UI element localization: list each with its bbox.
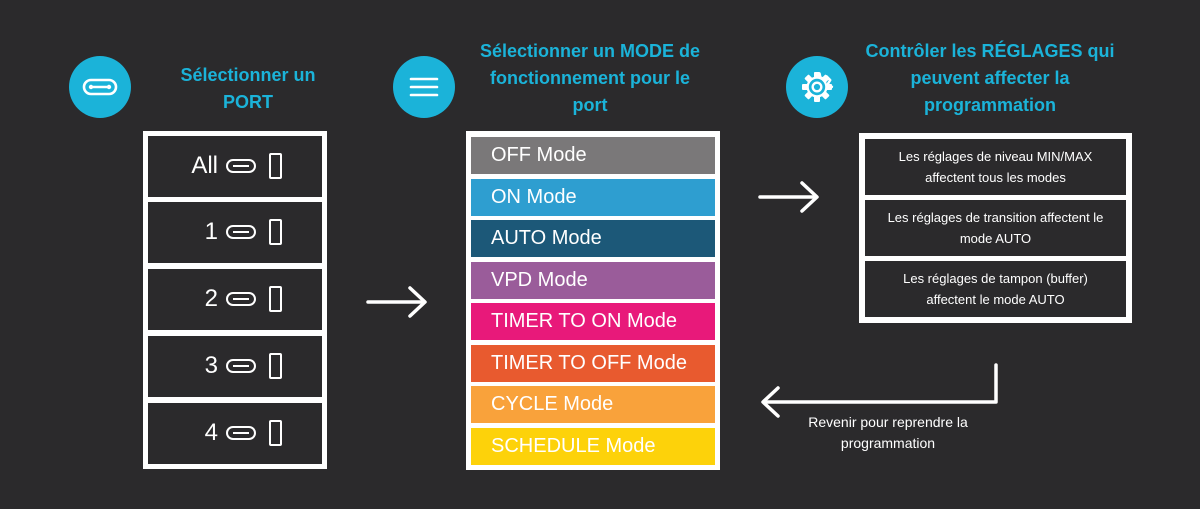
port-row-3[interactable]: 3: [148, 336, 322, 397]
port-row-2[interactable]: 2: [148, 269, 322, 330]
settings-list: Les réglages de niveau MIN/MAX affectent…: [859, 133, 1132, 323]
arrow-right-icon: [758, 181, 819, 213]
mode-step-title: Sélectionner un MODE de fonctionnement p…: [460, 38, 720, 119]
setting-text-line1: Les réglages de niveau MIN/MAX: [898, 149, 1093, 164]
mode-item-off[interactable]: OFF Mode: [471, 137, 715, 174]
return-caption-line2: programmation: [840, 435, 936, 451]
device-icon: [269, 153, 282, 179]
port-label: 4: [204, 419, 218, 446]
setting-text-line1: Les réglages de transition affectent le: [887, 210, 1104, 225]
mode-list: OFF Mode ON Mode AUTO Mode VPD Mode TIME…: [466, 131, 720, 470]
connector-icon: [226, 159, 256, 173]
device-icon: [269, 353, 282, 379]
return-arrow-icon: [761, 363, 998, 418]
port-step-title-line1: Sélectionner un: [180, 65, 316, 85]
settings-step-icon-circle: [786, 56, 848, 118]
port-row-4[interactable]: 4: [148, 403, 322, 464]
setting-text-line2: affectent tous les modes: [925, 170, 1066, 185]
gear-icon: [802, 72, 834, 102]
port-label: 3: [204, 352, 218, 379]
settings-step-title-line2: peuvent affecter la: [910, 68, 1070, 88]
connector-icon: [226, 225, 256, 239]
settings-step-title-line3: programmation: [923, 95, 1056, 115]
port-row-all[interactable]: All: [148, 136, 322, 197]
port-label: All: [191, 152, 218, 179]
mode-item-timer-to-off[interactable]: TIMER TO OFF Mode: [471, 345, 715, 382]
setting-text-line1: Les réglages de tampon (buffer): [903, 271, 1088, 286]
settings-step-title: Contrôler les RÉGLAGES qui peuvent affec…: [855, 38, 1125, 119]
return-caption-line1: Revenir pour reprendre la: [808, 414, 968, 430]
setting-min-max[interactable]: Les réglages de niveau MIN/MAX affectent…: [865, 139, 1126, 195]
arrow-right-icon: [366, 286, 427, 318]
mode-step-icon-circle: [393, 56, 455, 118]
device-icon: [269, 219, 282, 245]
setting-buffer[interactable]: Les réglages de tampon (buffer) affecten…: [865, 261, 1126, 317]
mode-step-title-line3: port: [572, 95, 608, 115]
port-label: 2: [204, 285, 218, 312]
connector-icon: [226, 292, 256, 306]
mode-item-on[interactable]: ON Mode: [471, 179, 715, 216]
mode-item-auto[interactable]: AUTO Mode: [471, 220, 715, 257]
setting-text-line2: mode AUTO: [959, 231, 1032, 246]
connector-icon: [226, 426, 256, 440]
setting-text-line2: affectent le mode AUTO: [926, 292, 1065, 307]
menu-icon: [409, 77, 439, 97]
port-step-title-line2: PORT: [222, 92, 273, 112]
return-caption: Revenir pour reprendre la programmation: [788, 412, 988, 454]
mode-item-vpd[interactable]: VPD Mode: [471, 262, 715, 299]
device-icon: [269, 286, 282, 312]
setting-transition[interactable]: Les réglages de transition affectent le …: [865, 200, 1126, 256]
mode-item-schedule[interactable]: SCHEDULE Mode: [471, 428, 715, 465]
port-row-1[interactable]: 1: [148, 202, 322, 263]
mode-step-title-line1: Sélectionner un MODE de: [479, 41, 701, 61]
connector-icon: [226, 359, 256, 373]
port-step-title: Sélectionner un PORT: [143, 62, 353, 116]
mode-step-title-line2: fonctionnement pour le: [490, 68, 690, 88]
port-list: All 1 2 3 4: [143, 131, 327, 469]
port-step-icon-circle: [69, 56, 131, 118]
mode-item-timer-to-on[interactable]: TIMER TO ON Mode: [471, 303, 715, 340]
connector-icon: [82, 78, 118, 96]
port-label: 1: [204, 218, 218, 245]
mode-item-cycle[interactable]: CYCLE Mode: [471, 386, 715, 423]
device-icon: [269, 420, 282, 446]
settings-step-title-line1: Contrôler les RÉGLAGES qui: [865, 41, 1115, 61]
